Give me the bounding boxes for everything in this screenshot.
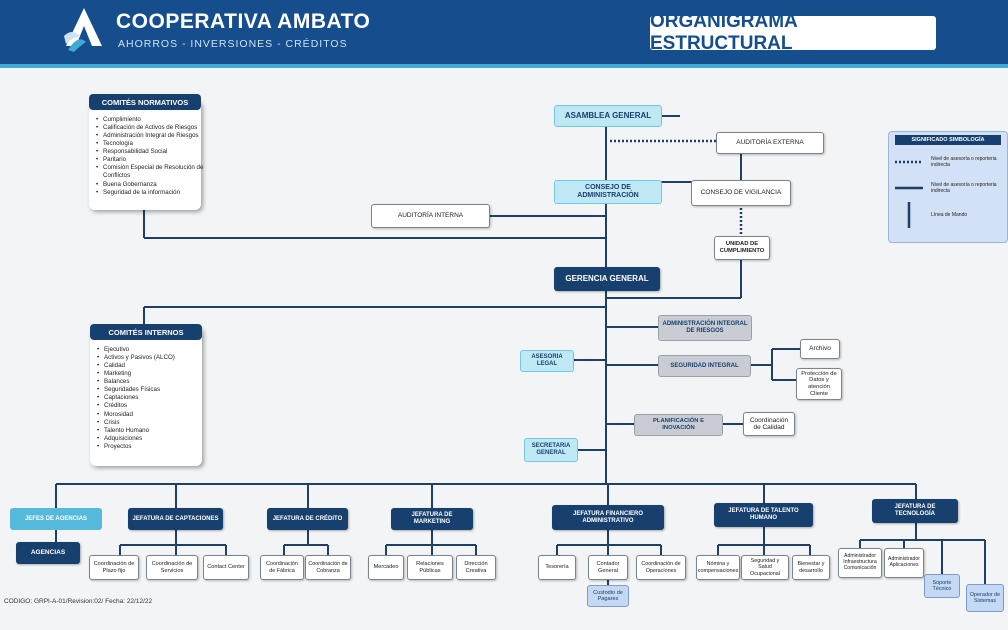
node-jefes-agencias: JEFES DE AGENCIAS [10, 508, 102, 530]
legend-title: SIGNIFICADO SIMBOLOGÍA [895, 135, 1001, 145]
committee-item: Seguridades Físicas [97, 386, 206, 394]
node-coord-fabrica: Coordinación de Fábrica [260, 555, 304, 580]
node-consejo-vigilancia: CONSEJO DE VIGILANCIA [691, 180, 791, 206]
legend-solid-label: Nivel de asesoría o reporteria indirecta [931, 182, 997, 195]
panel-comites-normativos: COMITÉS NORMATIVOS CumplimientoCalificac… [89, 94, 203, 210]
node-seguridad-salud: Seguridad y Salud Ocupacional [741, 555, 789, 580]
node-jefatura-credito: JEFATURA DE CRÉDITO [267, 508, 348, 530]
node-coord-servicios: Coordinación de Servicios [146, 555, 198, 580]
node-asamblea-general: ASAMBLEA GENERAL [554, 105, 662, 127]
node-agencias: AGENCIAS [16, 542, 80, 564]
header-stripe [0, 64, 1008, 68]
committee-item: Comisión Especial de Resolución de Confl… [96, 164, 205, 180]
committee-item: Balances [97, 378, 206, 386]
committee-item: Proyectos [97, 443, 206, 451]
node-seguridad-integral: SEGURIDAD INTEGRAL [658, 355, 751, 377]
comites-internos-list: EjecutivoActivos y Pasivos (ALCO)Calidad… [94, 346, 206, 451]
node-bienestar: Bienestar y desarrollo [792, 555, 830, 580]
node-auditoria-externa: AUDITORÍA EXTERNA [716, 132, 824, 154]
comites-normativos-list: CumplimientoCalificación de Activos de R… [93, 116, 205, 197]
node-jefatura-financiero: JEFATURA FINANCIERO ADMINISTRATIVO [552, 505, 664, 530]
node-contador-general: Contador General [588, 555, 628, 580]
panel-comites-internos-title: COMITÉS INTERNOS [90, 324, 202, 340]
node-admin-infraestructura: Administrador Infraestructura Comunicaci… [838, 548, 882, 578]
committee-item: Crisis [97, 419, 206, 427]
node-direccion-creativa: Dirección Creativa [456, 555, 496, 580]
committee-item: Créditos [97, 402, 206, 410]
committee-item: Calificación de Activos de Riesgos [96, 124, 205, 132]
node-soporte-tecnico: Soporte Técnico [924, 574, 960, 598]
committee-item: Buena Gobernanza [96, 181, 205, 189]
node-admin-aplicaciones: Administrador Aplicaciones [884, 548, 924, 578]
panel-comites-normativos-title: COMITÉS NORMATIVOS [89, 94, 201, 110]
node-administracion-riesgos: ADMINISTRACIÓN INTEGRAL DE RIESGOS [658, 315, 752, 341]
committee-item: Talento Humano [97, 427, 206, 435]
node-operador-sistemas: Operador de Sistemas [966, 584, 1004, 612]
node-relaciones-publicas: Relaciones Públicas [407, 555, 453, 580]
node-coordinacion-calidad: Coordinación de Calidad [743, 412, 795, 436]
brand-name: COOPERATIVA AMBATO [116, 10, 371, 33]
committee-item: Ejecutivo [97, 346, 206, 354]
committee-item: Responsabilidad Social [96, 148, 205, 156]
committee-item: Adquisiciones [97, 435, 206, 443]
node-gerencia-general: GERENCIA GENERAL [554, 267, 660, 291]
node-coord-plazo-fijo: Coordinación de Plazo fijo [89, 555, 139, 580]
cooperative-logo-icon [64, 8, 102, 52]
node-archivo: Archivo [800, 339, 840, 359]
committee-item: Administración Integral de Riesgos [96, 132, 205, 140]
committee-item: Paritario [96, 156, 205, 164]
brand-tagline: AHORROS - INVERSIONES - CRÉDITOS [118, 38, 348, 50]
node-coord-operaciones: Coordinación de Operaciones [636, 555, 686, 580]
node-jefatura-tecnologia: JEFATURA DE TECNOLOGÍA [872, 499, 958, 523]
node-jefatura-talento-humano: JEFATURA DE TALENTO HUMANO [714, 503, 813, 527]
committee-item: Activos y Pasivos (ALCO) [97, 354, 206, 362]
node-jefatura-captaciones: JEFATURA DE CAPTACIONES [128, 508, 223, 530]
node-nomina: Nómina y compensaciones [696, 555, 740, 580]
legend-vertical-label: Línea de Mando [931, 212, 968, 218]
committee-item: Morosidad [97, 411, 206, 419]
legend-symbols [895, 160, 923, 228]
committee-item: Captaciones [97, 394, 206, 402]
legend-panel: SIGNIFICADO SIMBOLOGÍA Nivel de asesoría… [888, 131, 1008, 243]
node-coord-cobranza: Coordinación de Cobranza [305, 555, 351, 580]
committee-item: Calidad [97, 362, 206, 370]
node-planificacion-innovacion: PLANIFICACIÓN E INOVACIÓN [634, 414, 723, 436]
node-asesoria-legal: ASESORIA LEGAL [520, 350, 574, 372]
committee-item: Tecnología [96, 140, 205, 148]
node-consejo-administracion: CONSEJO DE ADMINISTRACIÓN [554, 180, 662, 204]
page-title: ORGANIGRAMA ESTRUCTURAL [650, 11, 936, 54]
document-code: CODIGO: GRPI-A-01/Revision:02/ Fecha: 22… [4, 598, 153, 605]
node-jefatura-marketing: JEFATURA DE MARKETING [391, 508, 473, 530]
node-tesoreria: Tesorería [538, 555, 576, 580]
node-auditoria-interna: AUDITORÍA INTERNA [371, 204, 490, 228]
committee-item: Marketing [97, 370, 206, 378]
node-custodio-pagares: Custodio de Pagares [587, 585, 629, 607]
committee-item: Seguridad de la información [96, 189, 205, 197]
committee-item: Cumplimiento [96, 116, 205, 124]
node-contact-center: Contact Center [203, 555, 249, 580]
node-secretaria-general: SECRETARIA GENERAL [524, 438, 578, 462]
node-mercadeo: Mercadeo [368, 555, 404, 580]
node-unidad-cumplimiento: UNIDAD DE CUMPLIMIENTO [714, 236, 770, 260]
panel-comites-internos: COMITÉS INTERNOS EjecutivoActivos y Pasi… [90, 324, 202, 466]
legend-dotted-label: Nivel de asesoría o reporteria indirecta [931, 156, 997, 169]
node-proteccion-datos: Protección de Datos y atención Cliente [796, 368, 842, 400]
